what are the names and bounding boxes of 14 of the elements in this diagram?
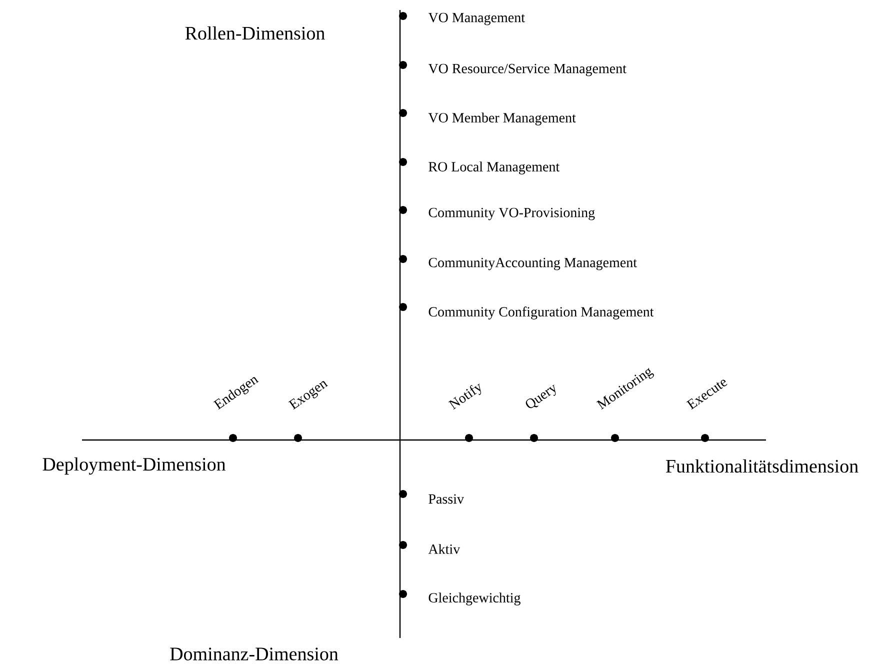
axis-title: Rollen-Dimension [185,26,325,40]
item-label: Community Configuration Management [428,306,654,320]
axis-title: Deployment-Dimension [42,457,226,475]
item-label: Passiv [428,494,464,504]
axis-title: Dominanz-Dimension [170,648,338,660]
item-label: VO Resource/Service Management [428,64,626,76]
item-label: CommunityAccounting Management [428,258,637,270]
item-label: Community VO-Provisioning [428,208,595,220]
item-label: RO Local Management [428,162,560,174]
item-label: Aktiv [428,544,460,554]
item-label: VO Management [428,12,525,26]
axis-title: Funktionalitätsdimension [666,459,858,473]
item-label: VO Member Management [428,112,576,126]
item-label: Gleichgewichtig [428,592,520,606]
